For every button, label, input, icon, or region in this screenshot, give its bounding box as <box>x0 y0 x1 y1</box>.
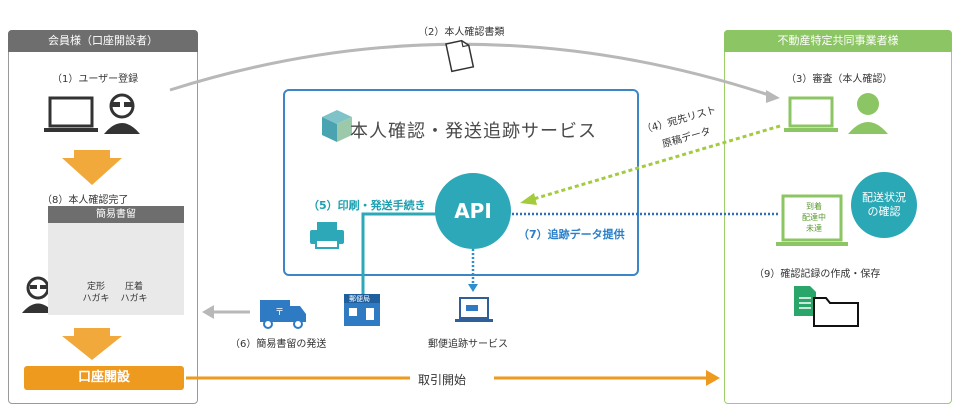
down-arrow-2 <box>62 336 122 360</box>
member-panel-header: 会員様（口座開設者） <box>8 30 198 52</box>
delivery-status-laptop-icon <box>776 194 848 246</box>
step9-label: （9）確認記録の作成・保存 <box>754 269 881 280</box>
step5-label: （5）印刷・発送手続き <box>308 199 426 212</box>
bubble-line1: 配送状況 <box>862 191 906 204</box>
operator-panel-header: 不動産特定共同事業者様 <box>724 30 952 52</box>
address-list-arrow <box>529 124 781 202</box>
laptop-icon-right <box>784 96 838 132</box>
truck-icon: 〒 <box>260 300 306 329</box>
status-in-delivery: 配達中 <box>802 213 826 222</box>
status-list: 到着 配達中 未達 <box>786 201 842 234</box>
service-logo-icon <box>322 110 352 142</box>
api-node: API <box>435 173 511 249</box>
user-icon-verified <box>22 276 54 313</box>
step2-label: （2）本人確認書類 <box>418 27 505 38</box>
postcard-sealed-label1: 圧着 <box>124 282 143 292</box>
api-to-tracking-arrowhead <box>468 284 478 292</box>
api-to-post-line <box>361 212 437 298</box>
postcard-standard-label2: ハガキ <box>82 294 110 304</box>
document-flow-arrowhead <box>766 90 780 103</box>
registered-mail-arrowhead <box>202 305 214 319</box>
account-open-button[interactable]: 口座開設 <box>24 366 184 390</box>
trade-arrowhead <box>706 370 720 386</box>
status-undelivered: 未達 <box>806 224 822 233</box>
delivery-status-bubble: 配送状況 の確認 <box>851 172 917 238</box>
post-office-icon <box>344 294 380 326</box>
operator-user-icon <box>848 93 888 134</box>
folder-icon <box>813 297 859 327</box>
tracking-service-label: 郵便追跡サービス <box>428 339 508 350</box>
step6-label: （6）簡易書留の発送 <box>230 339 327 350</box>
registered-mail-box <box>48 223 184 315</box>
record-document-icon <box>794 286 816 316</box>
post-office-sign: 郵便局 <box>349 295 370 303</box>
down-arrow-1 <box>62 158 122 185</box>
printer-icon <box>310 222 344 249</box>
user-icon-left <box>104 93 140 134</box>
laptop-icon-left <box>44 96 98 132</box>
status-arrived: 到着 <box>806 202 822 211</box>
svg-text:〒: 〒 <box>275 308 284 318</box>
step7-label: （7）追跡データ提供 <box>518 228 625 241</box>
postcard-sealed-label2: ハガキ <box>120 294 148 304</box>
bubble-line2: の確認 <box>867 205 901 218</box>
document-icon <box>445 39 475 73</box>
postcard-standard-label1: 定形 <box>86 282 105 292</box>
step3-label: （3）審査（本人確認） <box>786 74 893 85</box>
address-list-arrowhead <box>520 193 537 205</box>
trade-start-label: 取引開始 <box>418 373 467 387</box>
tracking-laptop-icon <box>455 297 493 322</box>
document-flow-arrow <box>169 42 776 99</box>
step1-label: （1）ユーザー登録 <box>52 74 139 85</box>
step8-label: （8）本人確認完了 <box>42 195 129 206</box>
registered-mail-header: 簡易書留 <box>48 206 184 223</box>
service-title: 本人確認・発送追跡サービス <box>350 121 597 142</box>
